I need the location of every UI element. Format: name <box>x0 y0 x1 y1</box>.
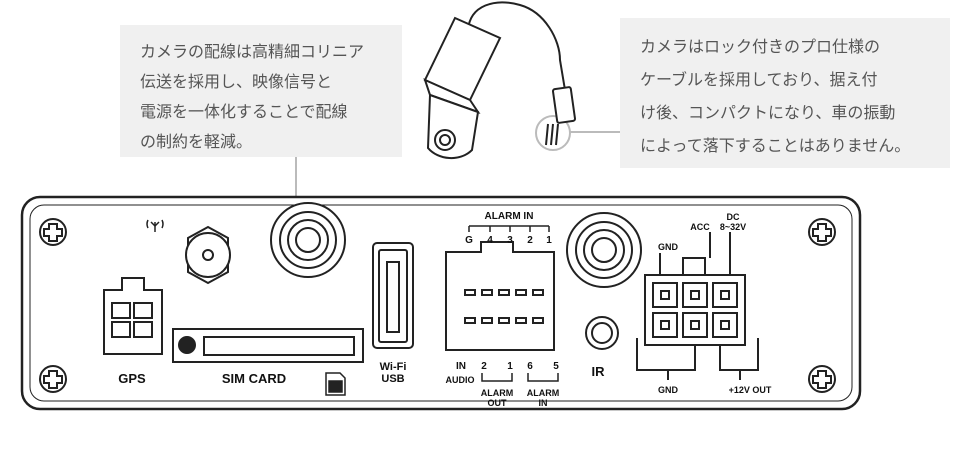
power-wiring-lines <box>636 232 759 380</box>
right-callout-box: カメラはロック付きのプロ仕様の ケーブルを採用しており、据え付 け後、コンパクト… <box>620 18 950 168</box>
alarm-in-bracket <box>468 225 550 232</box>
right-callout-line-3: け後、コンパクトになり、車の振動 <box>640 103 896 122</box>
gnd-top-label: GND <box>658 242 679 252</box>
camera-connector-ir <box>566 212 642 288</box>
alarm-pin-g: G <box>465 235 473 246</box>
pin-1-label: 1 <box>507 361 513 372</box>
sim-card-icon <box>325 372 346 396</box>
dc-range-label: 8~32V <box>720 222 746 232</box>
gps-antenna-connector <box>185 225 231 285</box>
left-callout-box: カメラの配線は高精細コリニア 伝送を採用し、映像信号と 電源を一体化することで配… <box>120 25 402 157</box>
left-callout-line-4: の制約を軽減。 <box>140 132 253 151</box>
camera-icon <box>423 1 577 159</box>
screw-top-right-icon <box>808 218 836 246</box>
connector-highlight-circle <box>535 115 571 151</box>
camera-connector-1 <box>270 202 346 278</box>
screw-bottom-left-icon <box>39 365 67 393</box>
usb-port <box>372 242 414 349</box>
alarm-pin-4: 4 <box>487 235 493 246</box>
dc-label: DC <box>727 212 740 222</box>
right-callout-line-1: カメラはロック付きのプロ仕様の <box>640 37 881 56</box>
alarm-pin-1: 1 <box>546 235 552 246</box>
alarm-pin-3: 3 <box>507 235 513 246</box>
alarm-in-bottom-label-2: IN <box>539 398 548 408</box>
screw-bottom-right-icon <box>808 365 836 393</box>
audio-label: AUDIO <box>446 375 475 385</box>
left-callout-line-1: カメラの配線は高精細コリニア <box>140 42 365 61</box>
gps-label: GPS <box>118 371 146 386</box>
alarm-pin-2: 2 <box>527 235 533 246</box>
left-callout-line-2: 伝送を採用し、映像信号と <box>140 72 333 91</box>
alarm-out-bracket <box>481 373 513 382</box>
audio-in-label: IN <box>456 361 466 372</box>
gps-port <box>103 277 163 355</box>
gnd-bottom-label: GND <box>658 385 679 395</box>
usb-label: USB <box>381 373 404 385</box>
alarm-in-top-label: ALARM IN <box>485 211 534 222</box>
ir-sensor <box>585 316 619 350</box>
alarm-out-label-2: OUT <box>488 398 508 408</box>
alarm-in-bottom-bracket <box>527 373 559 382</box>
left-callout-line-3: 電源を一体化することで配線 <box>140 102 348 121</box>
sim-card-slot <box>172 328 364 363</box>
power-connector <box>644 257 746 346</box>
right-callout-line-4: によって落下することはありません。 <box>640 136 911 155</box>
plus12v-out-label: +12V OUT <box>729 385 772 395</box>
alarm-out-label-1: ALARM <box>481 388 514 398</box>
screw-top-left-icon <box>39 218 67 246</box>
wifi-label: Wi-Fi <box>380 361 407 373</box>
pin-2-label: 2 <box>481 361 487 372</box>
pin-6-label: 6 <box>527 361 533 372</box>
sim-card-label: SIM CARD <box>222 371 286 386</box>
ir-label: IR <box>592 364 606 379</box>
alarm-audio-connector <box>445 241 555 351</box>
acc-label: ACC <box>690 222 710 232</box>
alarm-in-bottom-label-1: ALARM <box>527 388 560 398</box>
right-callout-line-2: ケーブルを採用しており、据え付 <box>640 70 878 89</box>
antenna-icon <box>146 219 164 232</box>
pin-5-label: 5 <box>553 361 559 372</box>
